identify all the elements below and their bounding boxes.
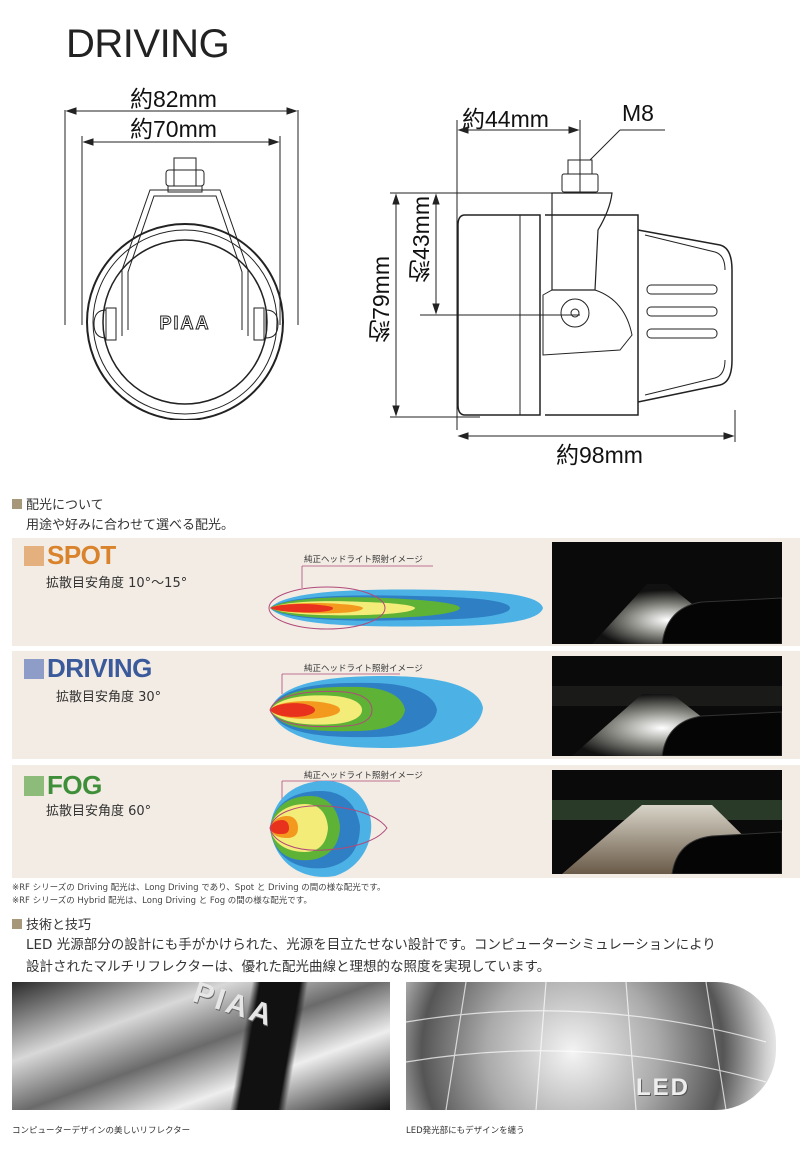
note-line-1: ※RF シリーズの Driving 配光は、Long Driving であり、S… [12,883,386,893]
tech-body-line-1: LED 光源部分の設計にも手がかけられた、光源を目立たせない設計です。コンピュー… [26,937,716,953]
side-view-diagram [390,120,736,442]
spot-swatch-icon [24,545,44,566]
beam-name-fog: FOG [24,770,102,801]
section-marker-icon [12,918,22,929]
dim-mount-depth-label: 約44mm [462,106,549,132]
beam-name-spot: SPOT [24,540,116,571]
spot-night-photo [552,542,782,644]
dim-outer-width-label: 約82mm [130,86,217,112]
driving-beam-pattern [269,673,483,748]
dim-inner-width-label: 約70mm [130,116,217,142]
piaa-logo: PIAA [159,313,210,333]
page-title: DRIVING [66,22,230,66]
beam-section-heading: 配光について [12,494,104,513]
note-line-2: ※RF シリーズの Hybrid 配光は、Long Driving と Fog … [12,896,312,906]
reflector-photo: PIAA [12,982,390,1110]
fog-beam-pattern [269,780,400,877]
section-marker-icon [12,498,22,509]
beam-section-subheading: 用途や好みに合わせて選べる配光。 [26,518,235,533]
fog-swatch-icon [24,775,44,796]
led-caption: LED発光部にもデザインを纏う [406,1126,525,1136]
front-view-diagram: PIAA [64,107,299,420]
stock-headlight-label-driving: 純正ヘッドライト照射イメージ [304,664,423,674]
beam-angle-driving: 拡散目安角度 30° [56,690,162,705]
tech-section-heading: 技術と技巧 [12,914,91,933]
stock-headlight-label-fog: 純正ヘッドライト照射イメージ [304,771,423,781]
spot-beam-pattern [268,565,543,630]
tech-body-line-2: 設計されたマルチリフレクターは、優れた配光曲線と理想的な照度を実現しています。 [26,959,551,975]
dim-total-length-label: 約98mm [556,442,643,468]
led-emitter-photo: LED [406,982,776,1110]
driving-swatch-icon [24,658,44,679]
reflector-caption: コンピューターデザインの美しいリフレクター [12,1126,191,1136]
beam-angle-fog: 拡散目安角度 60° [46,804,152,819]
led-logo: LED [636,1074,690,1101]
stock-headlight-label-spot: 純正ヘッドライト照射イメージ [304,555,423,565]
beam-angle-spot: 拡散目安角度 10°～15° [46,576,188,591]
beam-name-driving: DRIVING [24,653,152,684]
fog-night-photo [552,770,782,874]
bolt-size-label: M8 [622,100,654,126]
driving-night-photo [552,656,782,756]
